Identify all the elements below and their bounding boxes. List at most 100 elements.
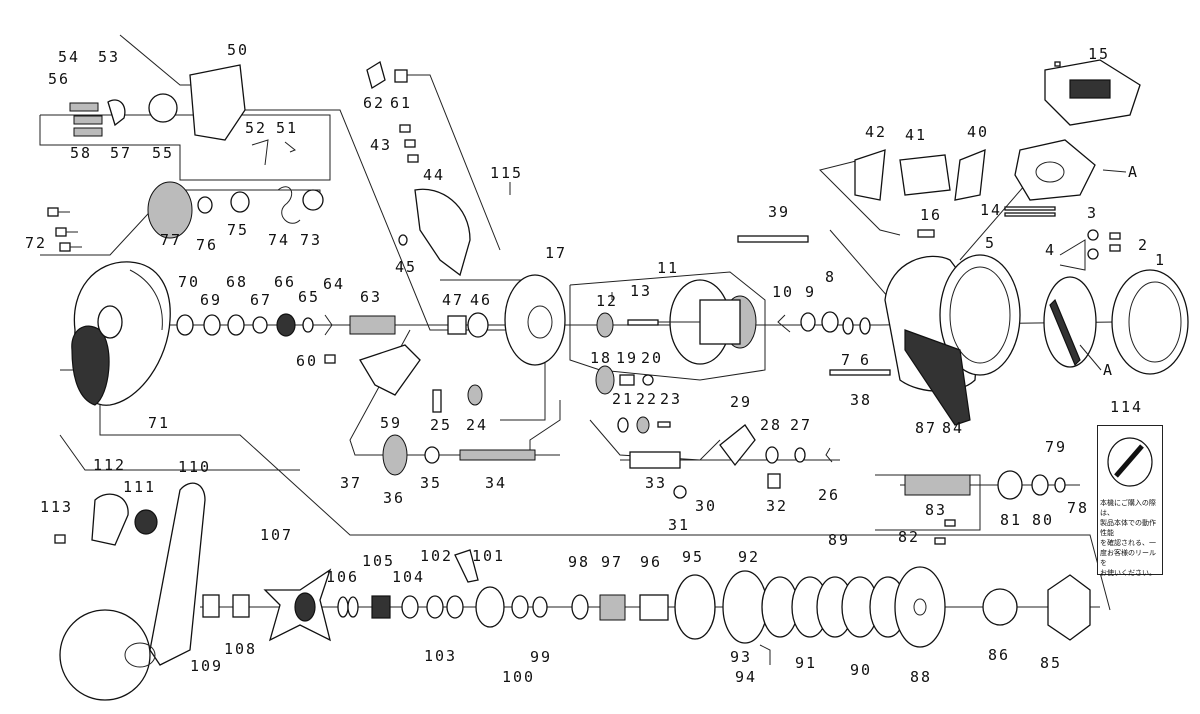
part-label: 115 [490,164,523,182]
plate-59 [359,344,421,396]
part-label: 111 [123,478,156,496]
part-label: 87 [915,419,937,437]
part-label: 22 [636,390,658,408]
marker-a: A [1128,163,1139,181]
part-label: 88 [910,668,932,686]
upper-left-parts [69,64,246,141]
part-label: 30 [695,497,717,515]
part-label: 31 [668,516,690,534]
part-label: 52 [245,119,267,137]
part-label: 64 [323,275,345,293]
part-label: 33 [645,474,667,492]
plate-44 [414,188,471,277]
part-label: 62 [363,94,385,112]
part-label: 56 [48,70,70,88]
part-label: 76 [196,236,218,254]
part-label: 35 [420,474,442,492]
part-label: 51 [276,119,298,137]
part-label: 59 [380,414,402,432]
handle-110 [59,482,206,701]
part-label: 112 [93,456,126,474]
shaft-63-70 [176,313,396,337]
part-label: 12 [596,292,618,310]
screws-72 [47,207,82,252]
part-label: 108 [224,640,257,658]
part-label: 68 [226,273,248,291]
part-label: 65 [298,288,320,306]
part-label: 34 [485,474,507,492]
part-label: 47 [442,291,464,309]
part-label: 43 [370,136,392,154]
part-label: 17 [545,244,567,262]
part-label: 70 [178,273,200,291]
part-label: 91 [795,654,817,672]
part-label: 2 [1138,236,1149,254]
part-label: 96 [640,553,662,571]
markers: A A [1103,163,1139,379]
parts-46-47 [447,312,489,338]
washers [202,586,548,628]
part-label: 9 [805,283,816,301]
part-label: 102 [420,547,453,565]
part-label: 46 [470,291,492,309]
gear-stack [722,566,1091,648]
part-label: 86 [988,646,1010,664]
frame-5 [884,254,1021,426]
part-label: 67 [250,291,272,309]
spool-11 [630,279,757,365]
part-label: 28 [760,416,782,434]
part-label: 66 [274,273,296,291]
part-label: 93 [730,648,752,666]
star-drag-107 [263,568,332,642]
gear-36-shaft-34 [382,434,536,476]
part-label: 79 [1045,438,1067,456]
part-label: 26 [818,486,840,504]
part-label: 27 [790,416,812,434]
part-label: 6 [860,351,871,369]
part-label: 11 [657,259,679,277]
part-label: 58 [70,144,92,162]
part-label: 3 [1087,204,1098,222]
part-label: 97 [601,553,623,571]
part-label: 1 [1155,251,1166,269]
part-label: 81 [1000,511,1022,529]
part-label: 95 [682,548,704,566]
part-label: 32 [766,497,788,515]
part-label: 94 [735,668,757,686]
parts-78-84 [904,470,1066,500]
part-label: 39 [768,203,790,221]
rings-95-98 [571,574,716,640]
side-plate-4 [1043,276,1097,368]
part-label: 60 [296,352,318,370]
side-assembly-17 [504,274,566,366]
part-label: 99 [530,648,552,666]
part-label: 55 [152,144,174,162]
part-label: 8 [825,268,836,286]
part-label: 83 [925,501,947,519]
part-label: 20 [641,349,663,367]
part-label: 110 [178,458,211,476]
top-cover-15 [1044,59,1141,126]
part-label: 89 [828,531,850,549]
part-label: 75 [227,221,249,239]
part-label: 90 [850,661,872,679]
part-label: 63 [360,288,382,306]
part-label: 54 [58,48,80,66]
part-label: 80 [1032,511,1054,529]
part-label: 104 [392,568,425,586]
part-label: 50 [227,41,249,59]
part-label: 45 [395,258,417,276]
parts-29-33 [629,424,781,499]
part-label: 13 [630,282,652,300]
part-label: 73 [300,231,322,249]
part-labels: 1 2 3 4 5 6 7 8 9 10 11 12 13 14 15 16 1… [25,41,1166,686]
part-label: 18 [590,349,612,367]
part-label: 53 [98,48,120,66]
part-label: 100 [502,668,535,686]
part-label: 82 [898,528,920,546]
part-label: 4 [1045,241,1056,259]
part-label: 23 [660,390,682,408]
misc-small-parts [251,60,1121,665]
part-label: 5 [985,234,996,252]
part-label: 77 [160,231,182,249]
